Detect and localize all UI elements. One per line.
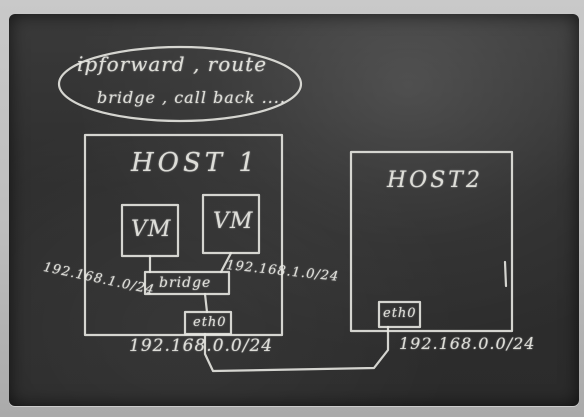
host2-nic-label: eth0: [383, 306, 417, 321]
host2-label: HOST2: [387, 168, 483, 193]
host2-nic-box: [377, 300, 422, 329]
bridge-nic-link: [203, 292, 209, 314]
vm-left-label: VM: [131, 217, 172, 242]
host1-label: HOST 1: [131, 148, 259, 178]
note-line-1: ipforward , route: [77, 52, 268, 76]
note-line-2: bridge , call back ....: [97, 88, 286, 107]
vm-right-link: [219, 251, 233, 274]
host2-side-mark: [503, 260, 508, 288]
bridge-box: [143, 270, 231, 296]
host2-box: [349, 150, 514, 333]
note-oval: [57, 45, 303, 123]
chalk-drawing: [57, 45, 514, 373]
host1-box: [83, 133, 284, 337]
bridge-label: bridge: [159, 275, 212, 291]
vm-right-label: VM: [213, 209, 254, 234]
chalkboard: ipforward , route bridge , call back ...…: [9, 14, 579, 406]
network-cable: [203, 325, 390, 373]
host1-nic-label: eth0: [193, 315, 227, 330]
host1-network-label: 192.168.0.0/24: [129, 336, 274, 356]
host2-network-label: 192.168.0.0/24: [399, 334, 536, 353]
